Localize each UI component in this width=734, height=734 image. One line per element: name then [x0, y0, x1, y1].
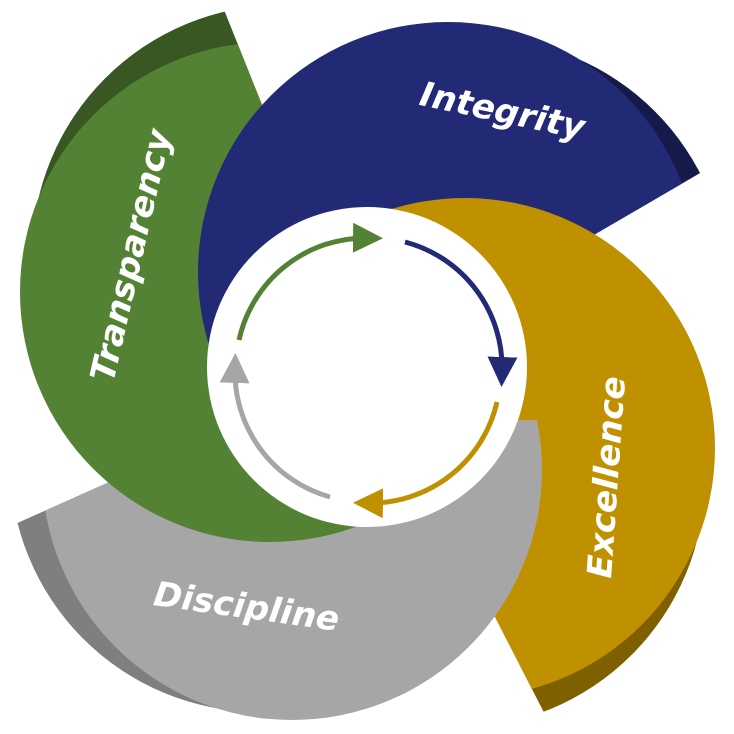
center-circle: [207, 207, 527, 527]
green-cycle-arrow-icon: [236, 222, 383, 341]
discipline-overlap: [400, 420, 542, 720]
blue-cycle-arrow-icon: [404, 239, 518, 387]
gold-cycle-arrow-icon: [353, 401, 500, 519]
gray-cycle-arrow-icon: [219, 353, 331, 500]
